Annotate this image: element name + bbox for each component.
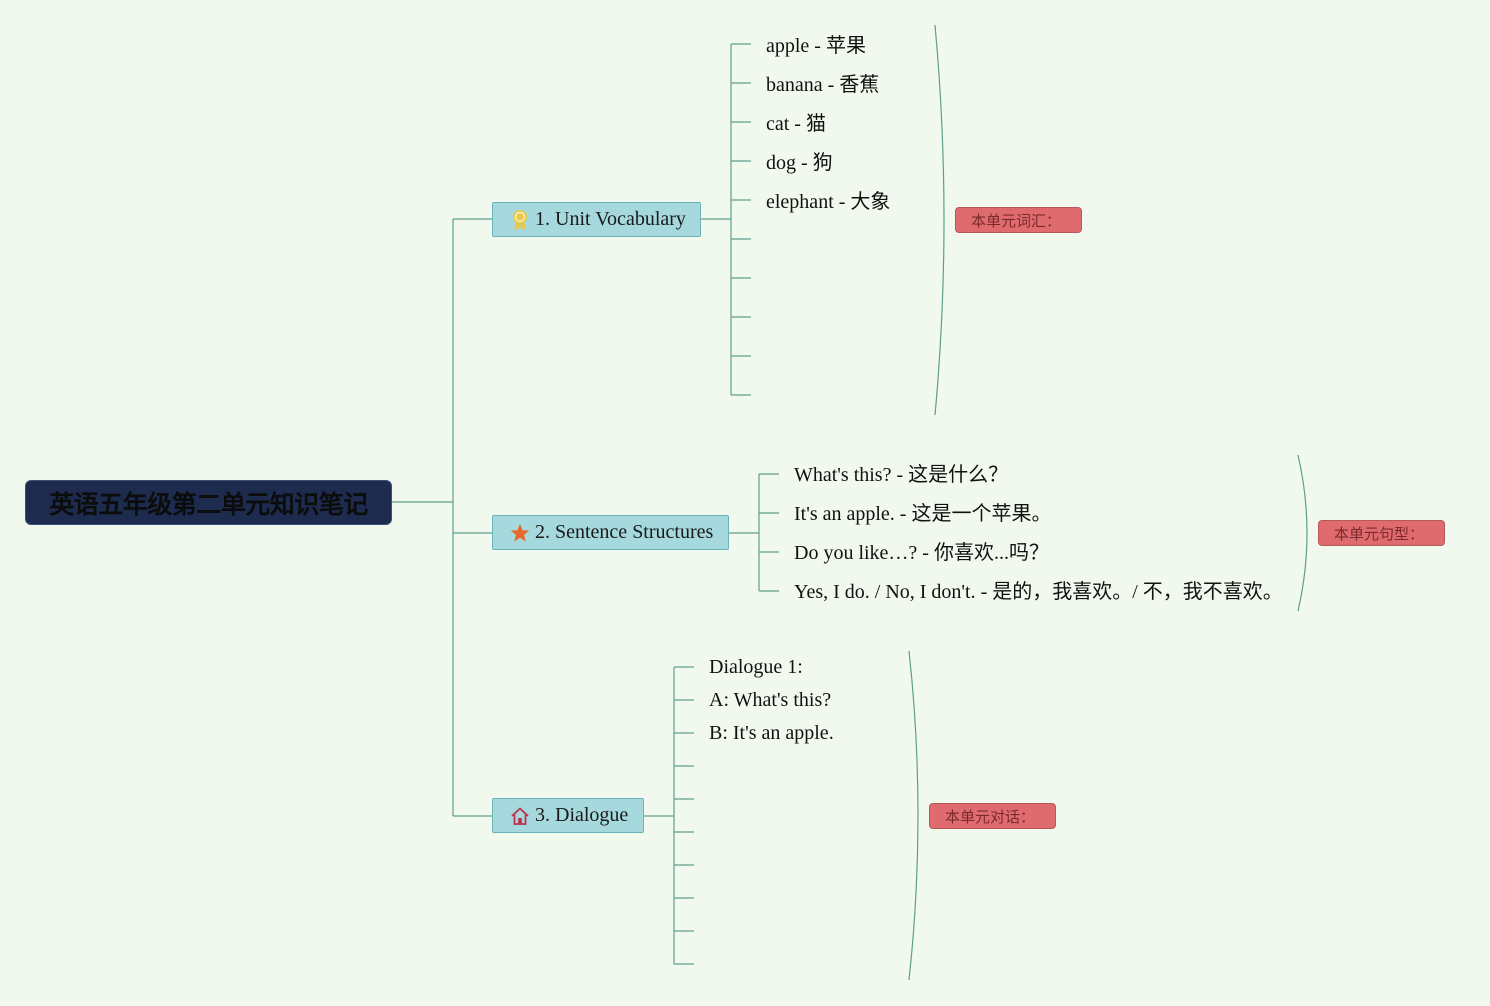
sentence-item[interactable]: It's an apple. - 这是一个苹果。 <box>794 503 1052 525</box>
vocab-item[interactable]: banana - 香蕉 <box>766 74 880 96</box>
award-ribbon-icon <box>509 209 531 231</box>
home-icon <box>509 805 531 827</box>
branch-dialogue[interactable]: 3. Dialogue <box>492 798 644 833</box>
dialogue-item[interactable]: Dialogue 1: <box>709 656 803 678</box>
dialogue-item[interactable]: A: What's this? <box>709 689 832 711</box>
vocab-item[interactable]: apple - 苹果 <box>766 35 866 57</box>
summary-label: 本单元句型： <box>1334 524 1425 543</box>
summary-tag-dialogue[interactable]: 本单元对话： <box>929 803 1056 829</box>
summary-tag-sentences[interactable]: 本单元句型： <box>1318 520 1445 546</box>
summary-brace <box>1297 454 1308 612</box>
branch-label: 2. Sentence Structures <box>535 521 714 543</box>
summary-brace <box>908 650 919 981</box>
branch-unit-vocabulary[interactable]: 1. Unit Vocabulary <box>492 202 701 237</box>
branch-label: 3. Dialogue <box>535 804 629 826</box>
sentence-item[interactable]: Do you like…? - 你喜欢...吗？ <box>794 542 1049 564</box>
star-icon <box>509 522 531 544</box>
root-title: 英语五年级第二单元知识笔记 <box>49 489 368 519</box>
summary-tag-vocabulary[interactable]: 本单元词汇： <box>955 207 1082 233</box>
branch-sentence-structures[interactable]: 2. Sentence Structures <box>492 515 729 550</box>
summary-brace <box>934 24 945 416</box>
vocab-item[interactable]: elephant - 大象 <box>766 191 891 213</box>
dialogue-item[interactable]: B: It's an apple. <box>709 722 834 744</box>
sentence-item[interactable]: What's this? - 这是什么？ <box>794 464 1009 486</box>
summary-label: 本单元词汇： <box>971 211 1062 230</box>
root-topic[interactable]: 英语五年级第二单元知识笔记 <box>25 480 392 525</box>
vocab-item[interactable]: dog - 狗 <box>766 152 833 174</box>
summary-label: 本单元对话： <box>945 807 1036 826</box>
vocab-item[interactable]: cat - 猫 <box>766 113 826 135</box>
sentence-item[interactable]: Yes, I do. / No, I don't. - 是的，我喜欢。/ 不，我… <box>794 581 1283 603</box>
branch-label: 1. Unit Vocabulary <box>535 208 686 230</box>
